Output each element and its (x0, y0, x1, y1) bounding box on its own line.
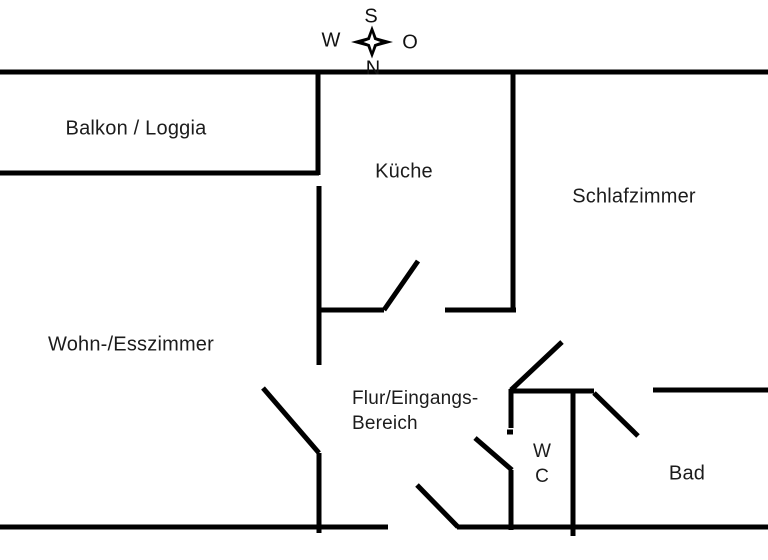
door-leaf (592, 391, 640, 438)
door-leaf (261, 386, 321, 455)
room-label-schlafzimmer: Schlafzimmer (572, 185, 696, 208)
room-label-wohnzimmer: Wohn-/Esszimmer (48, 333, 214, 356)
door-leaf (381, 259, 421, 312)
door-leaf (509, 340, 564, 392)
room-label-wc-line1: W (533, 441, 551, 462)
room-label-kueche: Küche (375, 160, 433, 183)
compass-west-label: W (321, 29, 341, 52)
compass-east-label: O (402, 31, 418, 54)
room-label-balkon: Balkon / Loggia (65, 117, 207, 140)
room-label-wc: W C (533, 439, 551, 489)
room-label-wc-line2: C (535, 466, 549, 487)
compass-north-label: N (365, 57, 381, 80)
room-label-flur-line1: Flur/Eingangs- (352, 388, 479, 409)
compass-star-inner (363, 33, 381, 51)
room-label-flur-line2: Bereich (352, 413, 418, 434)
room-label-bad: Bad (668, 462, 706, 485)
door-leaf (415, 483, 460, 529)
room-label-flur: Flur/Eingangs- Bereich (352, 386, 478, 436)
compass-south-label: S (364, 5, 378, 28)
door-leaf (473, 436, 514, 472)
